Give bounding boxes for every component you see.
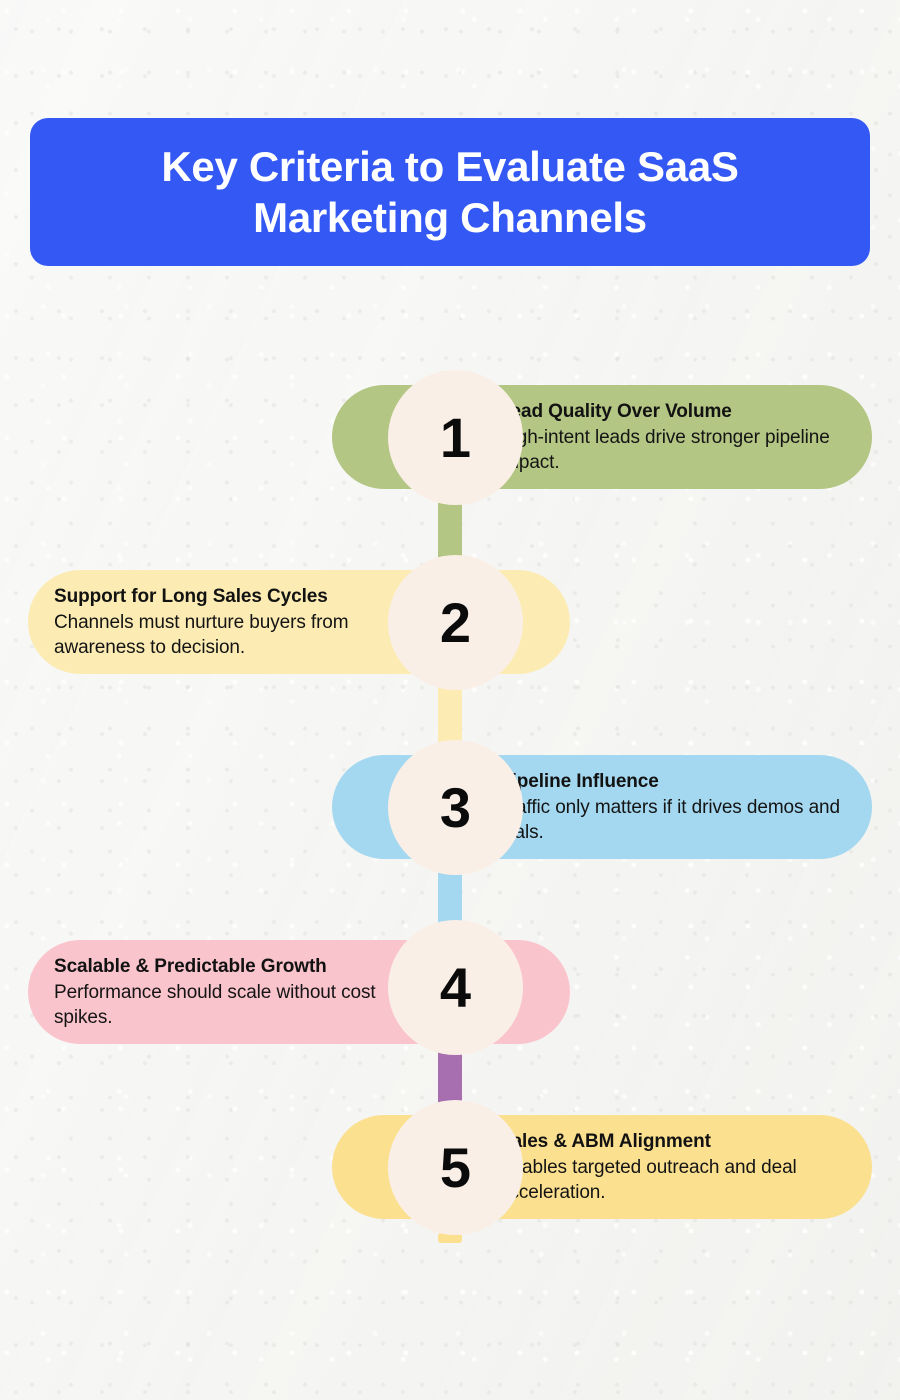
- step-5-description: Enables targeted outreach and deal accel…: [499, 1156, 797, 1204]
- step-4-title: Scalable & Predictable Growth: [54, 955, 327, 977]
- step-3-text: Pipeline Influence Traffic only matters …: [499, 769, 844, 846]
- step-5-text: Sales & ABM Alignment Enables targeted o…: [499, 1129, 844, 1206]
- step-4-description: Performance should scale without cost sp…: [54, 981, 376, 1029]
- page-title: Key Criteria to Evaluate SaaS Marketing …: [161, 141, 739, 243]
- step-4-text: Scalable & Predictable Growth Performanc…: [54, 954, 399, 1031]
- step-1-text: Lead Quality Over Volume High-intent lea…: [499, 399, 844, 476]
- step-2-title: Support for Long Sales Cycles: [54, 585, 328, 607]
- step-5-title: Sales & ABM Alignment: [499, 1130, 711, 1152]
- step-4-number: 4: [439, 955, 472, 1019]
- page-title-line-2: Marketing Channels: [253, 194, 647, 241]
- step-2-number: 2: [439, 590, 472, 654]
- step-1-title: Lead Quality Over Volume: [499, 400, 732, 422]
- step-1-number-circle[interactable]: 1: [388, 370, 523, 505]
- step-5-number: 5: [439, 1135, 472, 1199]
- step-3-title: Pipeline Influence: [499, 770, 659, 792]
- step-2-text: Support for Long Sales Cycles Channels m…: [54, 584, 399, 661]
- step-3-number-circle[interactable]: 3: [388, 740, 523, 875]
- step-3-number: 3: [439, 775, 472, 839]
- title-banner: Key Criteria to Evaluate SaaS Marketing …: [30, 118, 870, 266]
- step-1-number: 1: [439, 405, 472, 469]
- page-title-line-1: Key Criteria to Evaluate SaaS: [161, 142, 739, 190]
- step-2-description: Channels must nurture buyers from awaren…: [54, 611, 349, 659]
- step-4-number-circle[interactable]: 4: [388, 920, 523, 1055]
- step-1-description: High-intent leads drive stronger pipelin…: [499, 426, 830, 474]
- step-5-number-circle[interactable]: 5: [388, 1100, 523, 1235]
- step-3-description: Traffic only matters if it drives demos …: [499, 796, 840, 844]
- step-2-number-circle[interactable]: 2: [388, 555, 523, 690]
